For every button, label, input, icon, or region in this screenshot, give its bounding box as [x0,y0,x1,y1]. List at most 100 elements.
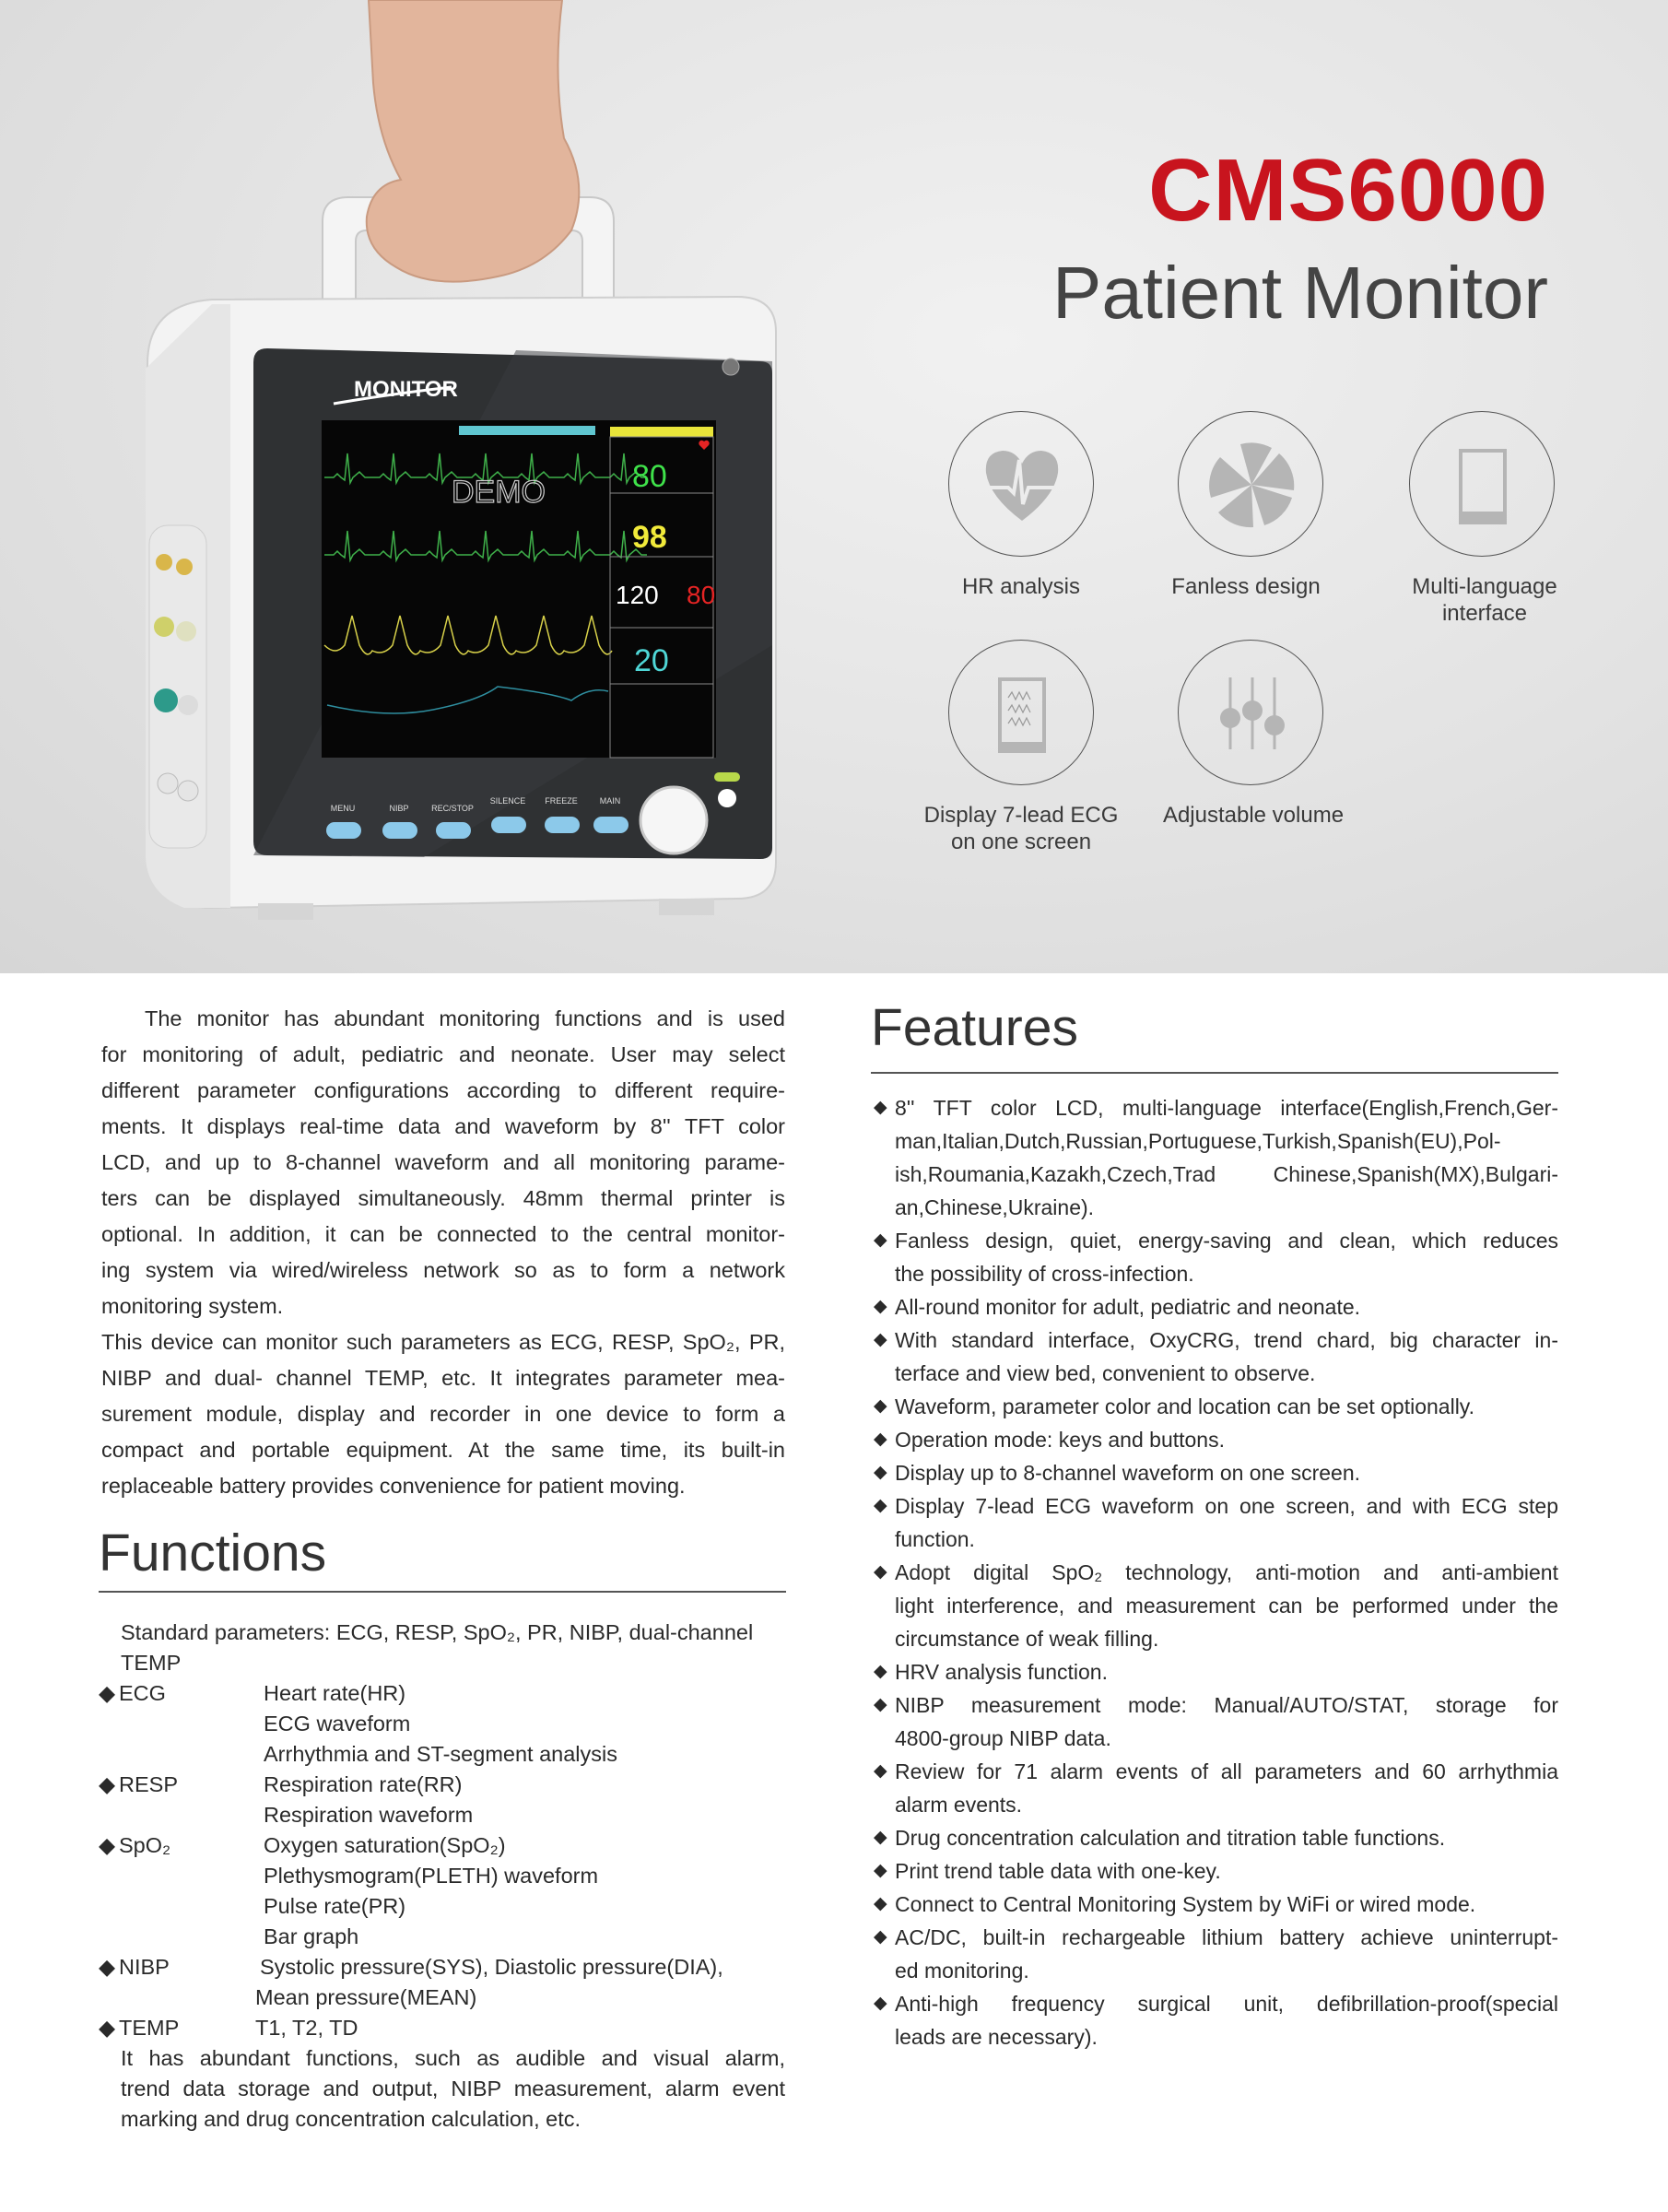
function-item: Heart rate(HR) [264,1681,406,1705]
paragraph-line: compact and portable equipment. At the s… [101,1438,785,1462]
diamond-bullet-icon: ◆ [874,1761,887,1781]
device-button-nibp[interactable] [382,822,417,839]
waveform-area [323,453,647,714]
feature-item-line: ◆Anti-high frequency surgical unit, defi… [874,1987,1558,2020]
function-group-name: ◆SpO₂ [99,1830,170,1861]
feature-item-line: ish,Roumania,Kazakh,Czech,Trad Chinese,S… [895,1162,1558,1186]
function-item: Pulse rate(PR) [264,1894,406,1918]
device-button-label: MENU [331,804,356,813]
diamond-bullet-icon: ◆ [874,1994,887,2013]
device-button-label: REC/STOP [431,804,474,813]
feature-item-line: ◆Display up to 8-channel waveform on one… [874,1456,1558,1489]
device-button-silence[interactable] [491,817,526,833]
device-button-freeze[interactable] [545,817,580,833]
feature-label: HR analysis [961,574,1081,599]
paragraph-line: The monitor has abundant monitoring func… [145,1006,785,1030]
hr-value: 80 [632,459,667,494]
diamond-bullet-icon: ◆ [874,1330,887,1349]
paragraph-line: This device can monitor such parameters … [101,1330,785,1354]
feature-item-line: the possibility of cross-infection. [895,1262,1194,1286]
feature-label: Adjustable volume [1162,803,1345,828]
diamond-bullet-icon: ◆ [99,1772,116,1796]
paragraph-line: surement module, display and recorder in… [101,1402,785,1426]
power-indicator [714,772,740,782]
group-label: RESP [119,1772,178,1796]
feature-item-line: 4800-group NIBP data. [895,1726,1111,1750]
device-button-menu[interactable] [326,822,361,839]
function-group-name: ◆ECG [99,1678,166,1709]
paragraph-line: monitoring system. [101,1294,284,1318]
diamond-bullet-icon: ◆ [99,2016,116,2040]
function-item: Systolic pressure(SYS), Diastolic pressu… [260,1955,723,1979]
functions-summary-line: marking and drug concentration calculati… [121,2107,581,2131]
heart-ecg-icon [948,411,1094,557]
connector-green [154,617,174,637]
diamond-bullet-icon: ◆ [99,1833,116,1857]
function-item: Bar graph [264,1924,359,1948]
feature-item-line: ◆Fanless design, quiet, energy-saving an… [874,1224,1558,1257]
paragraph-line: ters can be displayed simultaneously. 48… [101,1186,785,1210]
function-item: Mean pressure(MEAN) [255,1985,477,2009]
paragraph-line: LCD, and up to 8-channel waveform and al… [101,1150,785,1174]
pleth-waveform [323,615,613,655]
group-label: ECG [119,1681,166,1705]
diamond-bullet-icon: ◆ [874,1430,887,1449]
feature-item-line: ◆AC/DC, built-in rechargeable lithium ba… [874,1921,1558,1954]
demo-watermark: DEMO [452,475,546,510]
paragraph-line: different parameter configurations accor… [101,1078,785,1102]
function-group-name: ◆TEMP [99,2013,179,2043]
product-model: CMS6000 [1148,141,1548,240]
diamond-bullet-icon: ◆ [874,1828,887,1847]
device-button-main[interactable] [593,817,628,833]
feature-item-line: light interference, and measurement can … [895,1594,1558,1618]
device-button-label: NIBP [389,804,408,813]
diamond-bullet-icon: ◆ [99,1955,116,1979]
feature-item-line: leads are necessary). [895,2025,1098,2049]
diamond-bullet-icon: ◆ [874,1496,887,1515]
feature-label: Fanless design [1171,574,1321,599]
functions-summary-line: trend data storage and output, NIBP meas… [121,2077,785,2100]
tablet-icon [1409,411,1555,557]
foot [258,903,313,920]
feature-item-line: ◆With standard interface, OxyCRG, trend … [874,1324,1558,1357]
feature-item-line: ◆Drug concentration calculation and titr… [874,1821,1558,1854]
feature-item-line: ◆HRV analysis function. [874,1655,1558,1688]
rotary-knob[interactable] [639,785,709,855]
foot [659,899,714,915]
connector-yellow [176,559,193,575]
standard-parameters: Standard parameters: ECG, RESP, SpO₂, PR… [121,1620,754,1644]
feature-item-line: ◆Connect to Central Monitoring System by… [874,1888,1558,1921]
feature-item-line: ed monitoring. [895,1959,1029,1983]
resp-value: 20 [634,643,669,678]
feature-item-line: ◆Display 7-lead ECG waveform on one scre… [874,1489,1558,1523]
function-group-name: ◆RESP [99,1770,178,1800]
feature-item-line: alarm events. [895,1793,1023,1817]
nibp-diastolic-value: 80 [687,581,715,609]
intro-paragraph: The monitor has abundant monitoring func… [101,1001,785,1504]
device-button-rec-stop[interactable] [436,822,471,839]
power-button[interactable] [718,789,736,807]
diamond-bullet-icon: ◆ [874,1463,887,1482]
connector [178,695,198,715]
paragraph-line: optional. In addition, it can be connect… [101,1222,785,1246]
diamond-bullet-icon: ◆ [874,1297,887,1316]
heart-icon [699,440,710,450]
hand-illustration [365,0,581,283]
features-list: ◆8'' TFT color LCD, multi-language inter… [874,1091,1558,2053]
function-item: Arrhythmia and ST-segment analysis [264,1742,617,1766]
indicator-light [722,358,740,376]
group-label: NIBP [119,1955,170,1979]
feature-item-line: ◆Operation mode: keys and buttons. [874,1423,1558,1456]
features-divider [871,1072,1558,1074]
feature-item-line: an,Chinese,Ukraine). [895,1195,1095,1219]
diamond-bullet-icon: ◆ [874,1562,887,1582]
features-heading: Features [871,998,1078,1057]
function-item: T1, T2, TD [255,2016,358,2040]
group-label: TEMP [119,2016,180,2040]
paragraph-line: replaceable battery provides convenience… [101,1474,686,1498]
connector-panel [148,524,207,849]
status-bar [459,426,595,435]
function-item: ECG waveform [264,1712,411,1735]
